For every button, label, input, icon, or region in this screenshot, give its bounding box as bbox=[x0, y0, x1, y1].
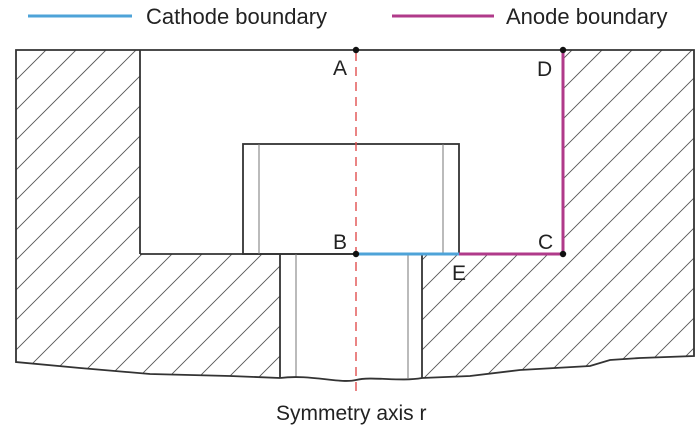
point-d-marker bbox=[559, 46, 567, 54]
legend: Cathode boundary Anode boundary bbox=[28, 4, 667, 29]
right-solid-outline bbox=[421, 49, 695, 379]
hatch-line bbox=[451, 50, 694, 378]
hatch-line bbox=[422, 50, 483, 378]
point-d-label: D bbox=[537, 58, 552, 81]
hatch-line bbox=[422, 50, 423, 378]
point-b-marker bbox=[352, 250, 360, 258]
hatch-line bbox=[571, 50, 694, 378]
hatch-line bbox=[195, 50, 280, 378]
symmetry-axis-label: Symmetry axis r bbox=[276, 402, 427, 425]
hatch-line bbox=[225, 50, 280, 378]
hatch-line bbox=[422, 50, 453, 378]
hatch-line bbox=[422, 50, 694, 378]
hatch-line bbox=[346, 50, 676, 380]
point-e-label: E bbox=[452, 262, 466, 285]
hatch-line bbox=[422, 50, 633, 378]
hatch-line bbox=[255, 50, 280, 378]
hatch-line bbox=[16, 50, 137, 378]
point-c-label: C bbox=[538, 231, 553, 254]
cathode-legend-label: Cathode boundary bbox=[146, 4, 327, 29]
hatch-line bbox=[45, 50, 280, 378]
boundary-points: A B C D E bbox=[333, 46, 567, 285]
hatch-line bbox=[16, 50, 227, 378]
hatch-line bbox=[16, 50, 47, 378]
hatch-line bbox=[165, 50, 280, 378]
hatch-line bbox=[541, 50, 694, 378]
left-solid-outline bbox=[15, 49, 281, 379]
hatch-line bbox=[481, 50, 694, 378]
point-a-marker bbox=[352, 46, 360, 54]
hatch-line bbox=[511, 50, 694, 378]
hatch-line bbox=[406, 50, 700, 380]
hatch-line bbox=[316, 50, 646, 380]
geometry-outline bbox=[15, 49, 695, 382]
hatch-line bbox=[16, 50, 167, 378]
right-hatch-lines bbox=[422, 50, 694, 378]
hatch-line bbox=[16, 50, 107, 378]
hatch-line bbox=[601, 50, 694, 378]
hatch-line bbox=[496, 50, 700, 380]
hatch-line bbox=[286, 50, 616, 380]
hatch-line bbox=[556, 50, 700, 380]
hatch-line bbox=[16, 50, 257, 378]
point-a-label: A bbox=[333, 57, 347, 80]
hatch-line bbox=[631, 50, 694, 378]
right-solid-region bbox=[422, 50, 694, 378]
hatch-line bbox=[105, 50, 280, 378]
left-solid-region bbox=[16, 50, 700, 380]
hatch-line bbox=[135, 50, 280, 378]
hatch-line bbox=[16, 50, 17, 378]
hatch-line bbox=[422, 50, 693, 378]
hatch-line bbox=[422, 50, 543, 378]
bore-bottom-break bbox=[279, 376, 423, 382]
hatch-line bbox=[422, 50, 513, 378]
hatch-line bbox=[16, 50, 197, 378]
central-block bbox=[242, 143, 460, 255]
point-b-label: B bbox=[333, 231, 347, 254]
point-c-marker bbox=[559, 250, 567, 258]
hatch-line bbox=[422, 50, 663, 378]
hatch-line bbox=[422, 50, 694, 378]
hatch-line bbox=[422, 50, 603, 378]
hatch-line bbox=[422, 50, 573, 378]
hatch-line bbox=[16, 50, 77, 378]
left-hatch-lines bbox=[16, 50, 700, 380]
anode-legend-label: Anode boundary bbox=[506, 4, 667, 29]
hatch-line bbox=[16, 50, 280, 378]
hatch-line bbox=[436, 50, 700, 380]
